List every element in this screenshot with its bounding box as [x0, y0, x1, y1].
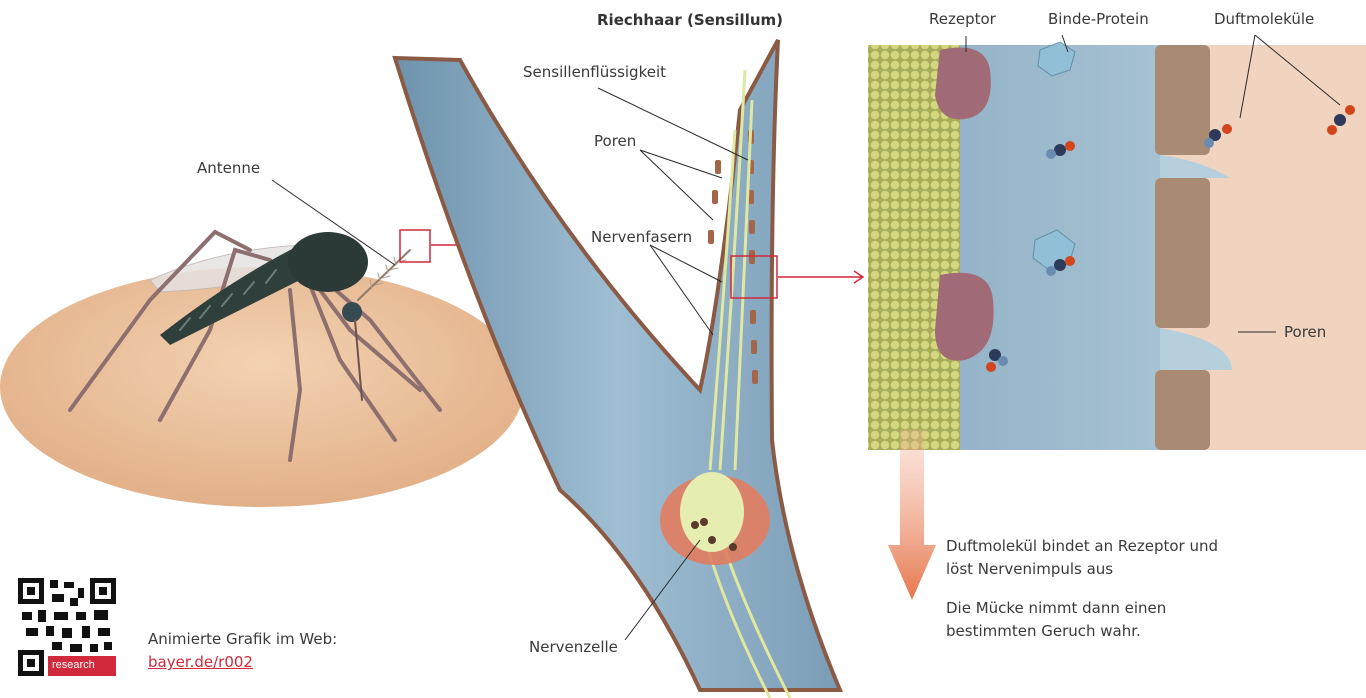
zoom-arrow-2 [778, 271, 863, 283]
label-nervenfasern: Nervenfasern [591, 228, 692, 246]
label-nervenzelle: Nervenzelle [529, 638, 618, 656]
result-arrow [888, 430, 936, 600]
antenna-zoom-box [400, 230, 430, 262]
label-sensillen-fluessigkeit: Sensillenflüssigkeit [523, 63, 666, 81]
label-rezeptor: Rezeptor [929, 10, 996, 28]
caption-binding: Duftmolekül bindet an Rezeptor und löst … [946, 535, 1218, 581]
caption-line-2: löst Nervenimpuls aus [946, 558, 1218, 581]
caption-line-4: bestimmten Geruch wahr. [946, 620, 1166, 643]
skin-surface [0, 267, 524, 507]
label-binde-protein: Binde-Protein [1048, 10, 1149, 28]
zoom-panel [868, 42, 1366, 450]
caption-line-1: Duftmolekül bindet an Rezeptor und [946, 535, 1218, 558]
label-antenne: Antenne [197, 159, 260, 177]
label-poren-right: Poren [1284, 323, 1326, 341]
caption-line-3: Die Mücke nimmt dann einen [946, 597, 1166, 620]
web-link[interactable]: bayer.de/r002 [148, 653, 253, 671]
web-info: Animierte Grafik im Web: bayer.de/r002 [148, 628, 337, 674]
web-label: Animierte Grafik im Web: [148, 628, 337, 651]
qr-research-text: research [52, 659, 95, 671]
caption-perception: Die Mücke nimmt dann einen bestimmten Ge… [946, 597, 1166, 643]
label-duftmolekuele: Duftmoleküle [1214, 10, 1314, 28]
diagram-title: Riechhaar (Sensillum) [597, 11, 783, 29]
label-poren-left: Poren [594, 132, 636, 150]
